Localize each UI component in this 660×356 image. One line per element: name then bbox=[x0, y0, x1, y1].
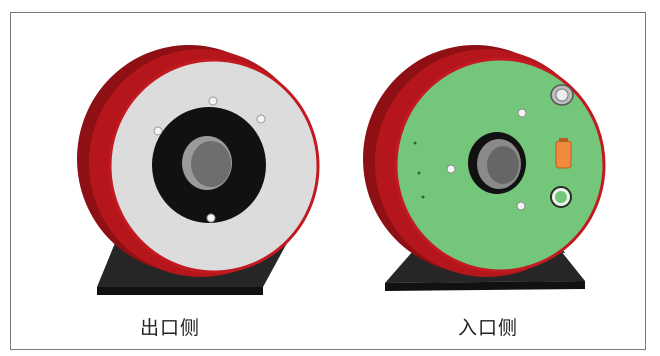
figure-frame: 出口侧 bbox=[10, 12, 646, 350]
inlet-side-caption: 入口侧 bbox=[457, 317, 518, 339]
inlet-bore-inner bbox=[487, 146, 519, 184]
inlet-side-device bbox=[363, 45, 606, 291]
outlet-side-panel: 出口侧 bbox=[11, 13, 329, 351]
inlet-hole-left bbox=[446, 164, 456, 174]
inlet-hole-top bbox=[517, 108, 527, 118]
mount-hole-top bbox=[208, 96, 218, 106]
inlet-dot-3 bbox=[421, 195, 425, 199]
inlet-dot-1 bbox=[413, 141, 417, 145]
inlet-bottom-fitting bbox=[550, 186, 572, 208]
inlet-orange-connector bbox=[555, 138, 572, 169]
outlet-side-device bbox=[77, 45, 320, 295]
inlet-top-fitting bbox=[550, 84, 574, 106]
inlet-hole-bottom bbox=[516, 201, 526, 211]
outlet-side-caption: 出口侧 bbox=[139, 317, 200, 339]
outlet-bore-inner bbox=[191, 141, 231, 187]
mount-hole-bottom bbox=[206, 213, 216, 223]
mount-hole-right bbox=[256, 114, 266, 124]
inlet-dot-2 bbox=[417, 171, 421, 175]
inlet-side-panel: 入口侧 bbox=[329, 13, 647, 351]
mount-hole-left bbox=[153, 126, 163, 136]
